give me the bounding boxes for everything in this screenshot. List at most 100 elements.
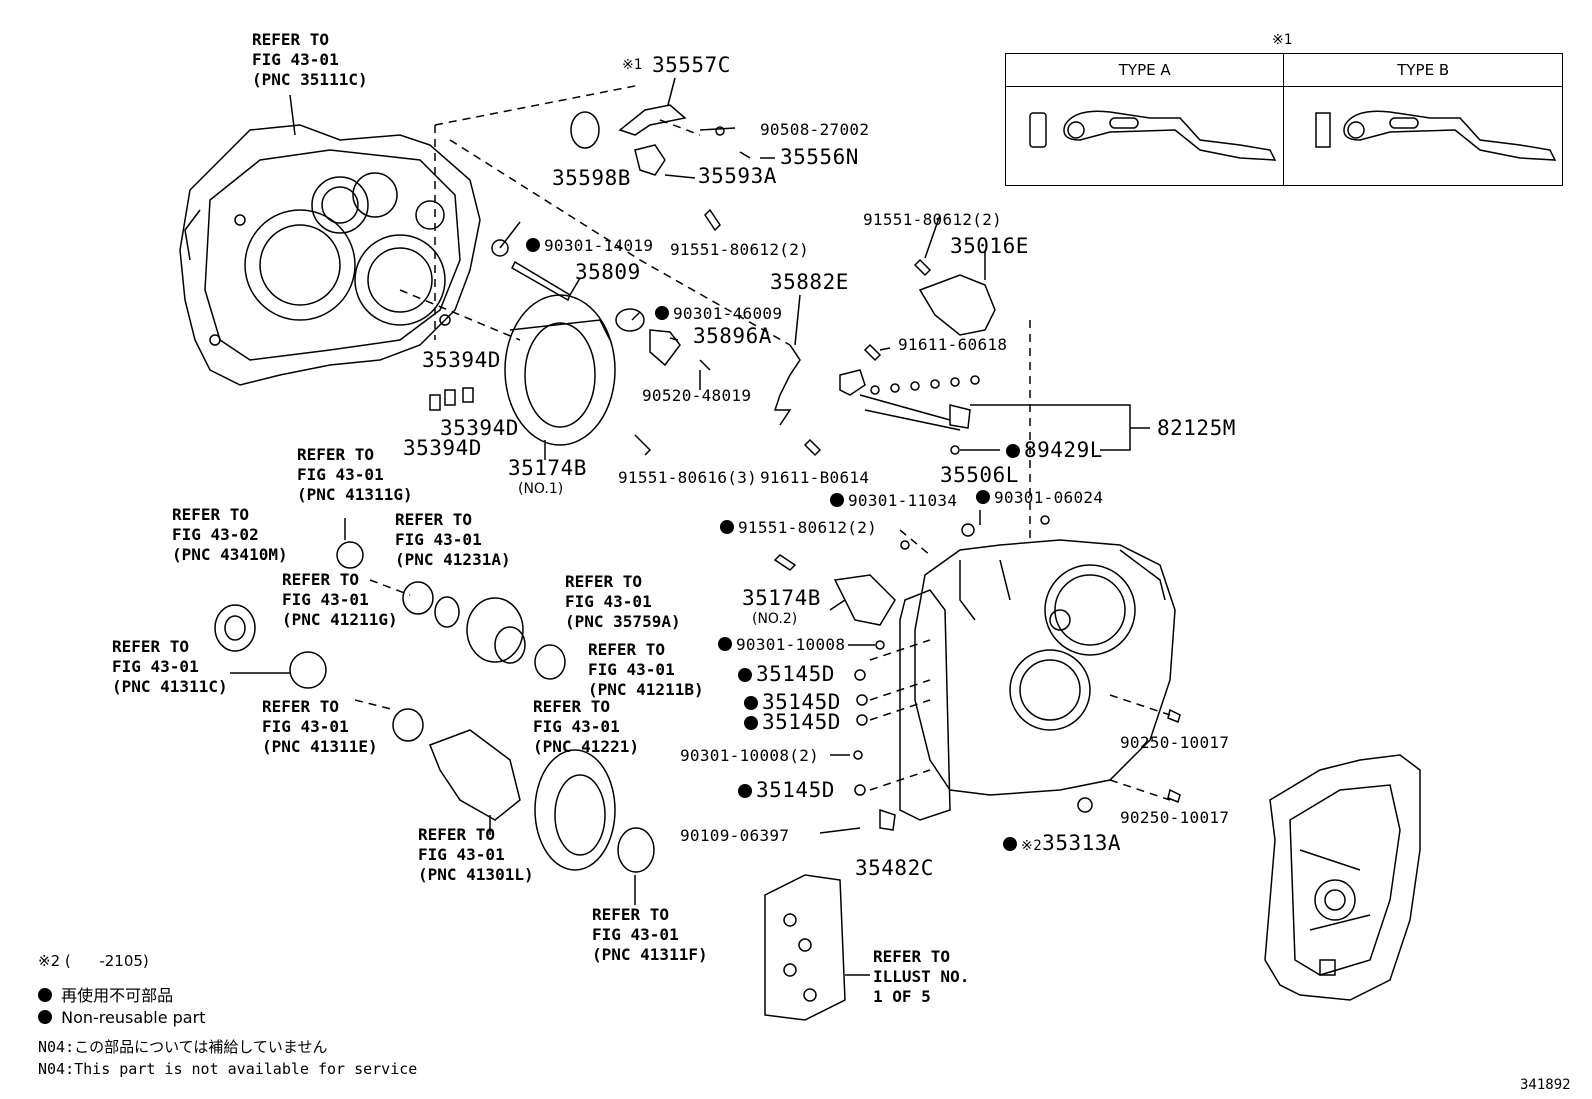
bracket-35557C-drawing	[618, 104, 687, 136]
ring-drawing	[336, 541, 364, 569]
part-91551-80612-2-upper[interactable]: 91551-80612(2)	[670, 240, 810, 259]
part-35809[interactable]: 35809	[575, 260, 641, 284]
bearing-drawing	[402, 581, 434, 615]
non-reusable-dot	[655, 306, 669, 320]
non-reusable-dot	[718, 637, 732, 651]
bolt-drawing	[634, 434, 652, 456]
part-35556N[interactable]: 35556N	[780, 145, 859, 169]
o-ring-drawing	[491, 239, 509, 257]
part-90508-27002[interactable]: 90508-27002	[760, 120, 870, 139]
shaft-35809-drawing	[511, 260, 571, 302]
non-reusable-dot	[38, 1010, 52, 1024]
legend-note-2: ※2 ( -2105)	[38, 952, 149, 970]
bolt-drawing	[704, 208, 721, 232]
bolt-drawing	[739, 151, 775, 159]
differential-case-drawing	[429, 729, 521, 821]
part-35145D-b[interactable]: 35145D	[744, 692, 841, 713]
o-ring-drawing	[615, 308, 645, 332]
refer-pnc-41311G[interactable]: REFER TO FIG 43-01 (PNC 41311G)	[297, 445, 413, 504]
part-82125M[interactable]: 82125M	[1157, 416, 1236, 440]
cover-35174B-no2-drawing	[833, 574, 896, 626]
type-a-cell	[1004, 86, 1285, 186]
refer-pnc-41311F[interactable]: REFER TO FIG 43-01 (PNC 41311F)	[592, 905, 708, 964]
part-89429L[interactable]: 89429L	[1006, 440, 1103, 461]
part-91551-80616-3[interactable]: 91551-80616(3)	[618, 468, 758, 487]
legend-nonreusable-en: Non-reusable part	[38, 1008, 205, 1027]
plugs-35394D-drawing	[429, 387, 474, 411]
part-35145D-c[interactable]: 35145D	[744, 712, 841, 733]
non-reusable-dot	[738, 668, 752, 682]
part-35896A[interactable]: 35896A	[693, 324, 772, 348]
refer-pnc-41211B[interactable]: REFER TO FIG 43-01 (PNC 41211B)	[588, 640, 704, 699]
part-91611-B0614[interactable]: 91611-B0614	[760, 468, 870, 487]
type-b-cell	[1283, 86, 1563, 186]
refer-pnc-41301L[interactable]: REFER TO FIG 43-01 (PNC 41301L)	[418, 825, 534, 884]
part-35174B-no2[interactable]: 35174B	[742, 586, 821, 610]
part-91551-80612-2-right[interactable]: 91551-80612(2)	[863, 210, 1003, 229]
part-35313A[interactable]: ※235313A	[1003, 833, 1121, 854]
part-35174B-no1[interactable]: 35174B	[508, 456, 587, 480]
part-35016E[interactable]: 35016E	[950, 234, 1029, 258]
part-35593A-drawing	[634, 144, 666, 176]
refer-pnc-41311C[interactable]: REFER TO FIG 43-01 (PNC 41311C)	[112, 637, 228, 696]
refer-pnc-35759A[interactable]: REFER TO FIG 43-01 (PNC 35759A)	[565, 572, 681, 631]
refer-pnc-41231A[interactable]: REFER TO FIG 43-01 (PNC 41231A)	[395, 510, 511, 569]
non-reusable-dot	[1003, 837, 1017, 851]
part-35174B-no1-note: (NO.1)	[518, 481, 564, 497]
ring-gear-drawing	[534, 749, 616, 871]
part-35482C-drawing	[879, 808, 896, 831]
harness-82125M-drawing	[839, 369, 961, 431]
part-90301-14019[interactable]: 90301-14019	[526, 238, 653, 254]
case-rear-view-drawing	[1264, 754, 1421, 1001]
non-reusable-dot	[526, 238, 540, 252]
part-90301-46009[interactable]: 90301-46009	[655, 306, 782, 322]
refer-pnc-41211G[interactable]: REFER TO FIG 43-01 (PNC 41211G)	[282, 570, 398, 629]
refer-pnc-41221[interactable]: REFER TO FIG 43-01 (PNC 41221)	[533, 697, 639, 756]
bearing-drawing	[392, 708, 424, 742]
part-35394D-low[interactable]: 35394D	[403, 436, 482, 460]
type-a-header: TYPE A	[1004, 53, 1285, 87]
part-91611-60618[interactable]: 91611-60618	[898, 335, 1008, 354]
part-35145D-d[interactable]: 35145D	[738, 780, 835, 801]
non-reusable-dot	[744, 696, 758, 710]
bolt-drawing	[913, 258, 932, 277]
part-35482C[interactable]: 35482C	[855, 856, 934, 880]
part-90520-48019[interactable]: 90520-48019	[642, 386, 752, 405]
non-reusable-dot	[976, 490, 990, 504]
part-35313A-drawing	[1077, 797, 1093, 813]
snap-ring-drawing	[699, 359, 711, 371]
o-ring-drawing	[950, 445, 960, 455]
part-90301-11034[interactable]: 90301-11034	[830, 493, 957, 509]
leader-line	[667, 77, 676, 106]
pins-drawing	[1167, 708, 1181, 804]
part-35593A[interactable]: 35593A	[698, 164, 777, 188]
cover-35174B-no1-drawing	[504, 294, 616, 460]
part-90301-10008[interactable]: 90301-10008	[718, 637, 845, 653]
washer-drawing	[434, 596, 460, 628]
part-35145D-a[interactable]: 35145D	[738, 664, 835, 685]
part-35557C-mark: ※1	[622, 57, 643, 73]
figure-id: 341892	[1520, 1077, 1571, 1093]
part-90250-10017-lower[interactable]: 90250-10017	[1120, 808, 1230, 827]
part-90250-10017-upper[interactable]: 90250-10017	[1120, 733, 1230, 752]
part-35557C[interactable]: 35557C	[652, 53, 731, 77]
part-35394D-top[interactable]: 35394D	[422, 348, 501, 372]
refer-pnc-41311E[interactable]: REFER TO FIG 43-01 (PNC 41311E)	[262, 697, 378, 756]
transaxle-case-drawing	[899, 539, 1176, 821]
part-90301-10008-2[interactable]: 90301-10008(2)	[680, 746, 820, 765]
part-91551-80612-2-lower[interactable]: 91551-80612(2)	[720, 520, 877, 536]
refer-illust-1-of-5[interactable]: REFER TO ILLUST NO. 1 OF 5	[873, 947, 970, 1006]
part-90301-06024[interactable]: 90301-06024	[976, 490, 1103, 506]
part-35598B-drawing	[570, 111, 600, 149]
part-35394D-mid[interactable]: 35394D	[440, 416, 519, 440]
legend-n04-en: N04:This part is not available for servi…	[38, 1060, 418, 1078]
refer-pnc-43410M[interactable]: REFER TO FIG 43-02 (PNC 43410M)	[172, 505, 288, 564]
part-35882E[interactable]: 35882E	[770, 270, 849, 294]
part-35598B[interactable]: 35598B	[552, 166, 631, 190]
refer-pnc-35111C[interactable]: REFER TO FIG 43-01 (PNC 35111C)	[252, 30, 368, 89]
non-reusable-dot	[38, 988, 52, 1002]
bolt-drawing	[803, 438, 822, 457]
part-35506L[interactable]: 35506L	[940, 463, 1019, 487]
part-90109-06397[interactable]: 90109-06397	[680, 826, 790, 845]
